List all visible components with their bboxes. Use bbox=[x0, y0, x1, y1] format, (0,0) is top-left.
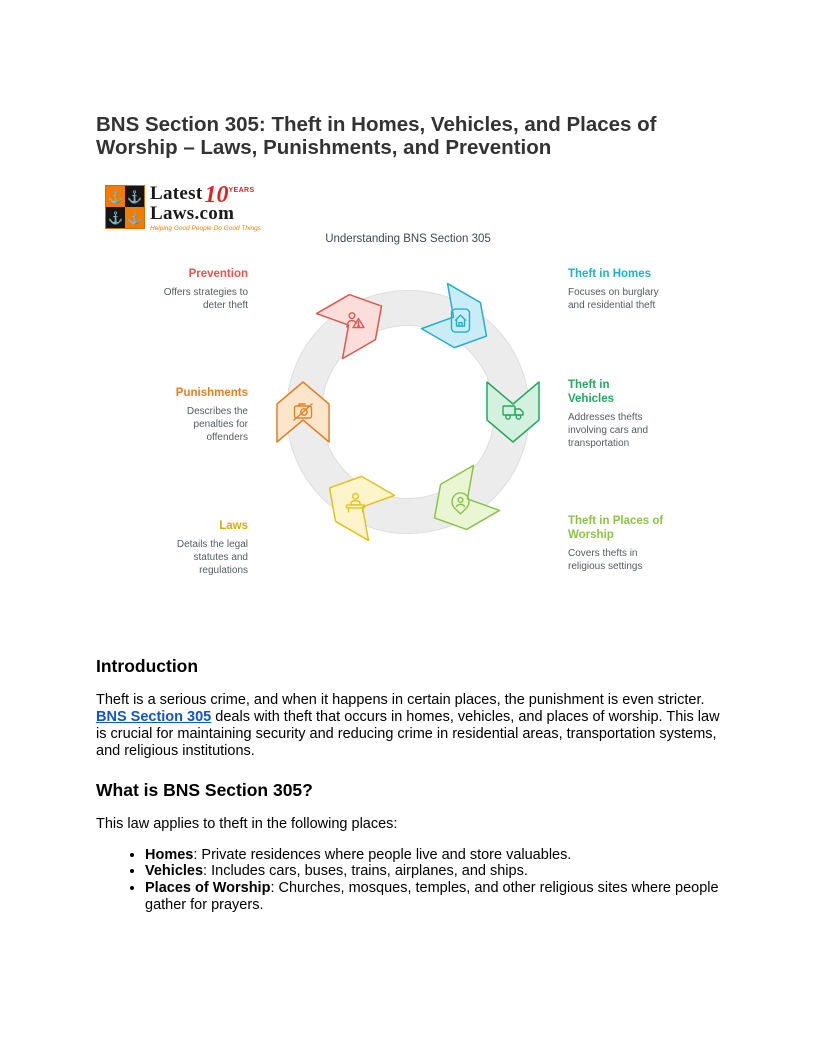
anchor-glyph: ⚓ bbox=[125, 207, 144, 228]
logo-anchor-icon: ⚓ ⚓ ⚓ ⚓ bbox=[105, 185, 145, 229]
segment-label-punishments: Punishments bbox=[175, 387, 248, 399]
list-item-homes: Homes: Private residences where people l… bbox=[145, 847, 720, 864]
logo-name-top: Latest bbox=[150, 183, 203, 204]
ring-band bbox=[287, 291, 529, 533]
segment-label-prevention: Prevention bbox=[188, 268, 248, 280]
person-warning-icon bbox=[346, 312, 365, 329]
segment-label-homes: Theft in Homes bbox=[568, 268, 652, 280]
bns-section-305-link[interactable]: BNS Section 305 bbox=[96, 708, 212, 725]
list-text: : Churches, mosques, temples, and other … bbox=[145, 880, 719, 914]
what-is-intro-line: This law applies to theft in the followi… bbox=[96, 815, 398, 832]
segment-arrow-homes bbox=[420, 282, 488, 349]
introduction-paragraph: Theft is a serious crime, and when it ha… bbox=[96, 692, 720, 760]
segment-label-worship: Theft in Places of Worship bbox=[568, 515, 664, 541]
truck-icon bbox=[502, 405, 524, 420]
segment-label-laws: Laws bbox=[219, 520, 248, 532]
segment-vehicles: Theft in Vehicles Addresses thefts invol… bbox=[568, 378, 698, 450]
list-term: Vehicles bbox=[145, 863, 204, 880]
intro-text-after-link: deals with theft that occurs in homes, v… bbox=[96, 708, 720, 759]
section-heading-introduction: Introduction bbox=[96, 656, 199, 676]
list-text: : Includes cars, buses, trains, airplane… bbox=[203, 863, 528, 880]
segment-desc-worship: Covers thefts in religious settings bbox=[568, 548, 643, 572]
infographic: ⚓ ⚓ ⚓ ⚓ Latest 10 YEARS Laws.com Helping… bbox=[96, 182, 720, 600]
person-desk-icon bbox=[345, 492, 366, 513]
segment-arrow-vehicles bbox=[486, 381, 540, 443]
logo-anniversary-label: YEARS bbox=[228, 187, 255, 194]
segment-prevention: Prevention Offers strategies to deter th… bbox=[96, 267, 248, 312]
logo-anniversary-number: 10 bbox=[204, 182, 229, 208]
segment-label-vehicles: Theft in Vehicles bbox=[568, 379, 615, 405]
segment-worship: Theft in Places of Worship Covers thefts… bbox=[568, 514, 698, 573]
segment-laws: Laws Details the legal statutes and regu… bbox=[96, 519, 248, 577]
list-item-worship: Places of Worship: Churches, mosques, te… bbox=[145, 880, 720, 914]
segment-desc-laws: Details the legal statutes and regulatio… bbox=[176, 539, 248, 576]
logo-tagline: Helping Good People Do Good Things bbox=[150, 225, 261, 232]
segment-desc-prevention: Offers strategies to deter theft bbox=[163, 287, 248, 311]
no-camera-icon bbox=[293, 403, 313, 421]
segment-arrow-worship bbox=[433, 464, 501, 531]
anchor-glyph: ⚓ bbox=[106, 186, 125, 207]
home-icon bbox=[450, 308, 471, 333]
intro-text-before-link: Theft is a serious crime, and when it ha… bbox=[96, 692, 705, 708]
document-title: BNS Section 305: Theft in Homes, Vehicle… bbox=[96, 113, 657, 159]
list-term: Places of Worship bbox=[145, 880, 271, 897]
document-body: Introduction Theft is a serious crime, a… bbox=[96, 656, 720, 914]
list-text: : Private residences where people live a… bbox=[193, 846, 572, 863]
segment-punishments: Punishments Describes the penalties for … bbox=[96, 386, 248, 444]
infographic-title: Understanding BNS Section 305 bbox=[325, 233, 491, 245]
logo-text: Latest 10 YEARS Laws.com Helping Good Pe… bbox=[150, 182, 261, 232]
segment-desc-homes: Focuses on burglary and residential thef… bbox=[568, 287, 659, 311]
places-list: Homes: Private residences where people l… bbox=[96, 847, 720, 915]
anchor-glyph: ⚓ bbox=[106, 207, 125, 228]
list-item-vehicles: Vehicles: Includes cars, buses, trains, … bbox=[145, 863, 720, 880]
segment-arrow-prevention bbox=[315, 293, 383, 360]
latestlaws-logo: ⚓ ⚓ ⚓ ⚓ Latest 10 YEARS Laws.com Helping… bbox=[105, 182, 261, 232]
segment-desc-punishments: Describes the penalties for offenders bbox=[186, 406, 248, 443]
logo-name-bottom: Laws.com bbox=[150, 203, 235, 224]
list-term: Homes bbox=[145, 846, 194, 863]
section-heading-what-is: What is BNS Section 305? bbox=[96, 779, 313, 800]
anchor-glyph: ⚓ bbox=[125, 186, 144, 207]
person-pin-icon bbox=[451, 492, 470, 515]
segment-desc-vehicles: Addresses thefts involving cars and tran… bbox=[568, 412, 649, 449]
segment-homes: Theft in Homes Focuses on burglary and r… bbox=[568, 267, 698, 312]
circular-flow-diagram bbox=[276, 282, 540, 542]
